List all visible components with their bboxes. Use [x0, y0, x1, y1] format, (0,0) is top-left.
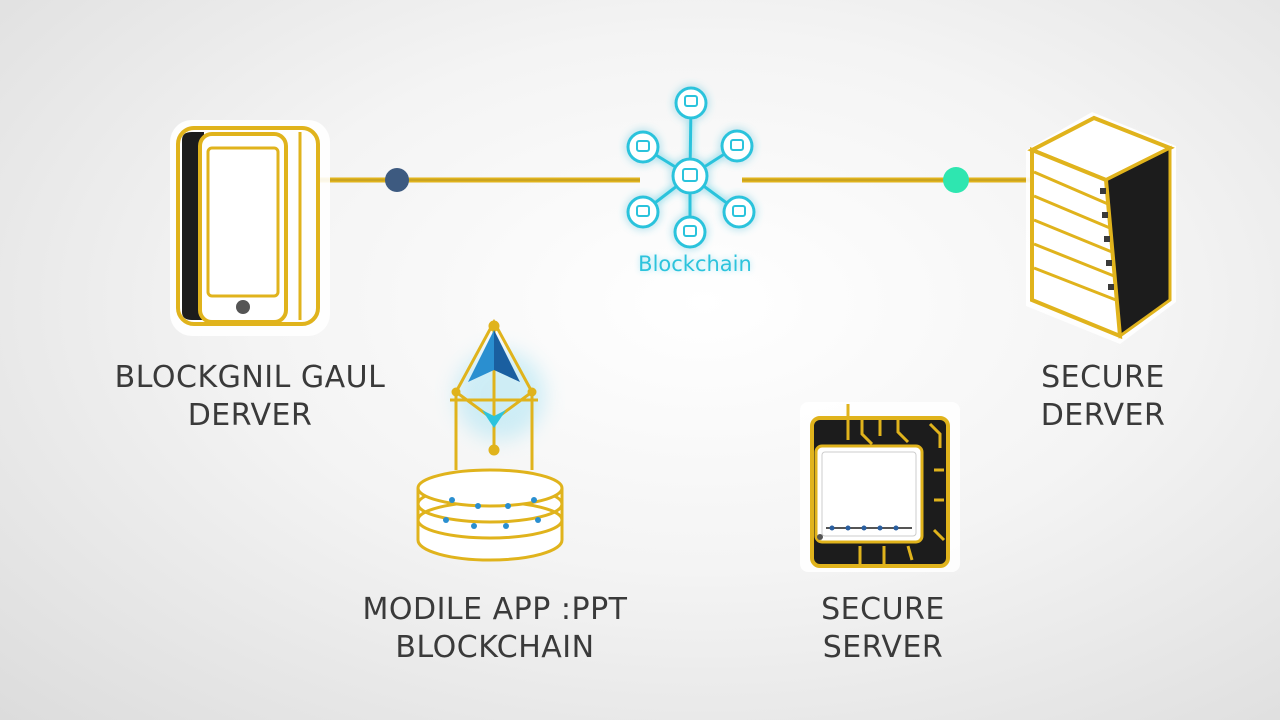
blockchain-network-icon: [626, 86, 756, 249]
connector-node-dark: [385, 168, 409, 192]
phone-caption-line1: BLOCKGNIL GAUL: [114, 360, 386, 395]
server-rack-icon: [1026, 112, 1176, 344]
app-caption-line1: MODILE APP :PPT: [362, 592, 628, 627]
smartphone-icon: [170, 120, 330, 336]
server-bottom-caption: SECURE SERVER: [783, 591, 983, 667]
phone-caption-line2: DERVER: [187, 398, 313, 433]
server-bottom-caption-line1: SECURE: [821, 592, 945, 627]
secure-chip-server-icon: [800, 402, 960, 572]
server-right-caption-line1: SECURE: [1041, 360, 1165, 395]
app-caption: MODILE APP :PPT BLOCKCHAIN: [350, 591, 640, 667]
phone-caption: BLOCKGNIL GAUL DERVER: [100, 359, 400, 435]
app-caption-line2: BLOCKCHAIN: [395, 630, 595, 665]
server-bottom-caption-line2: SERVER: [822, 630, 944, 665]
server-right-caption-line2: DERVER: [1040, 398, 1166, 433]
blockchain-hub-label: Blockchain: [638, 252, 752, 276]
ethereum-database-icon: [416, 318, 564, 562]
connector-node-green: [943, 167, 969, 193]
server-right-caption: SECURE DERVER: [1000, 359, 1206, 435]
